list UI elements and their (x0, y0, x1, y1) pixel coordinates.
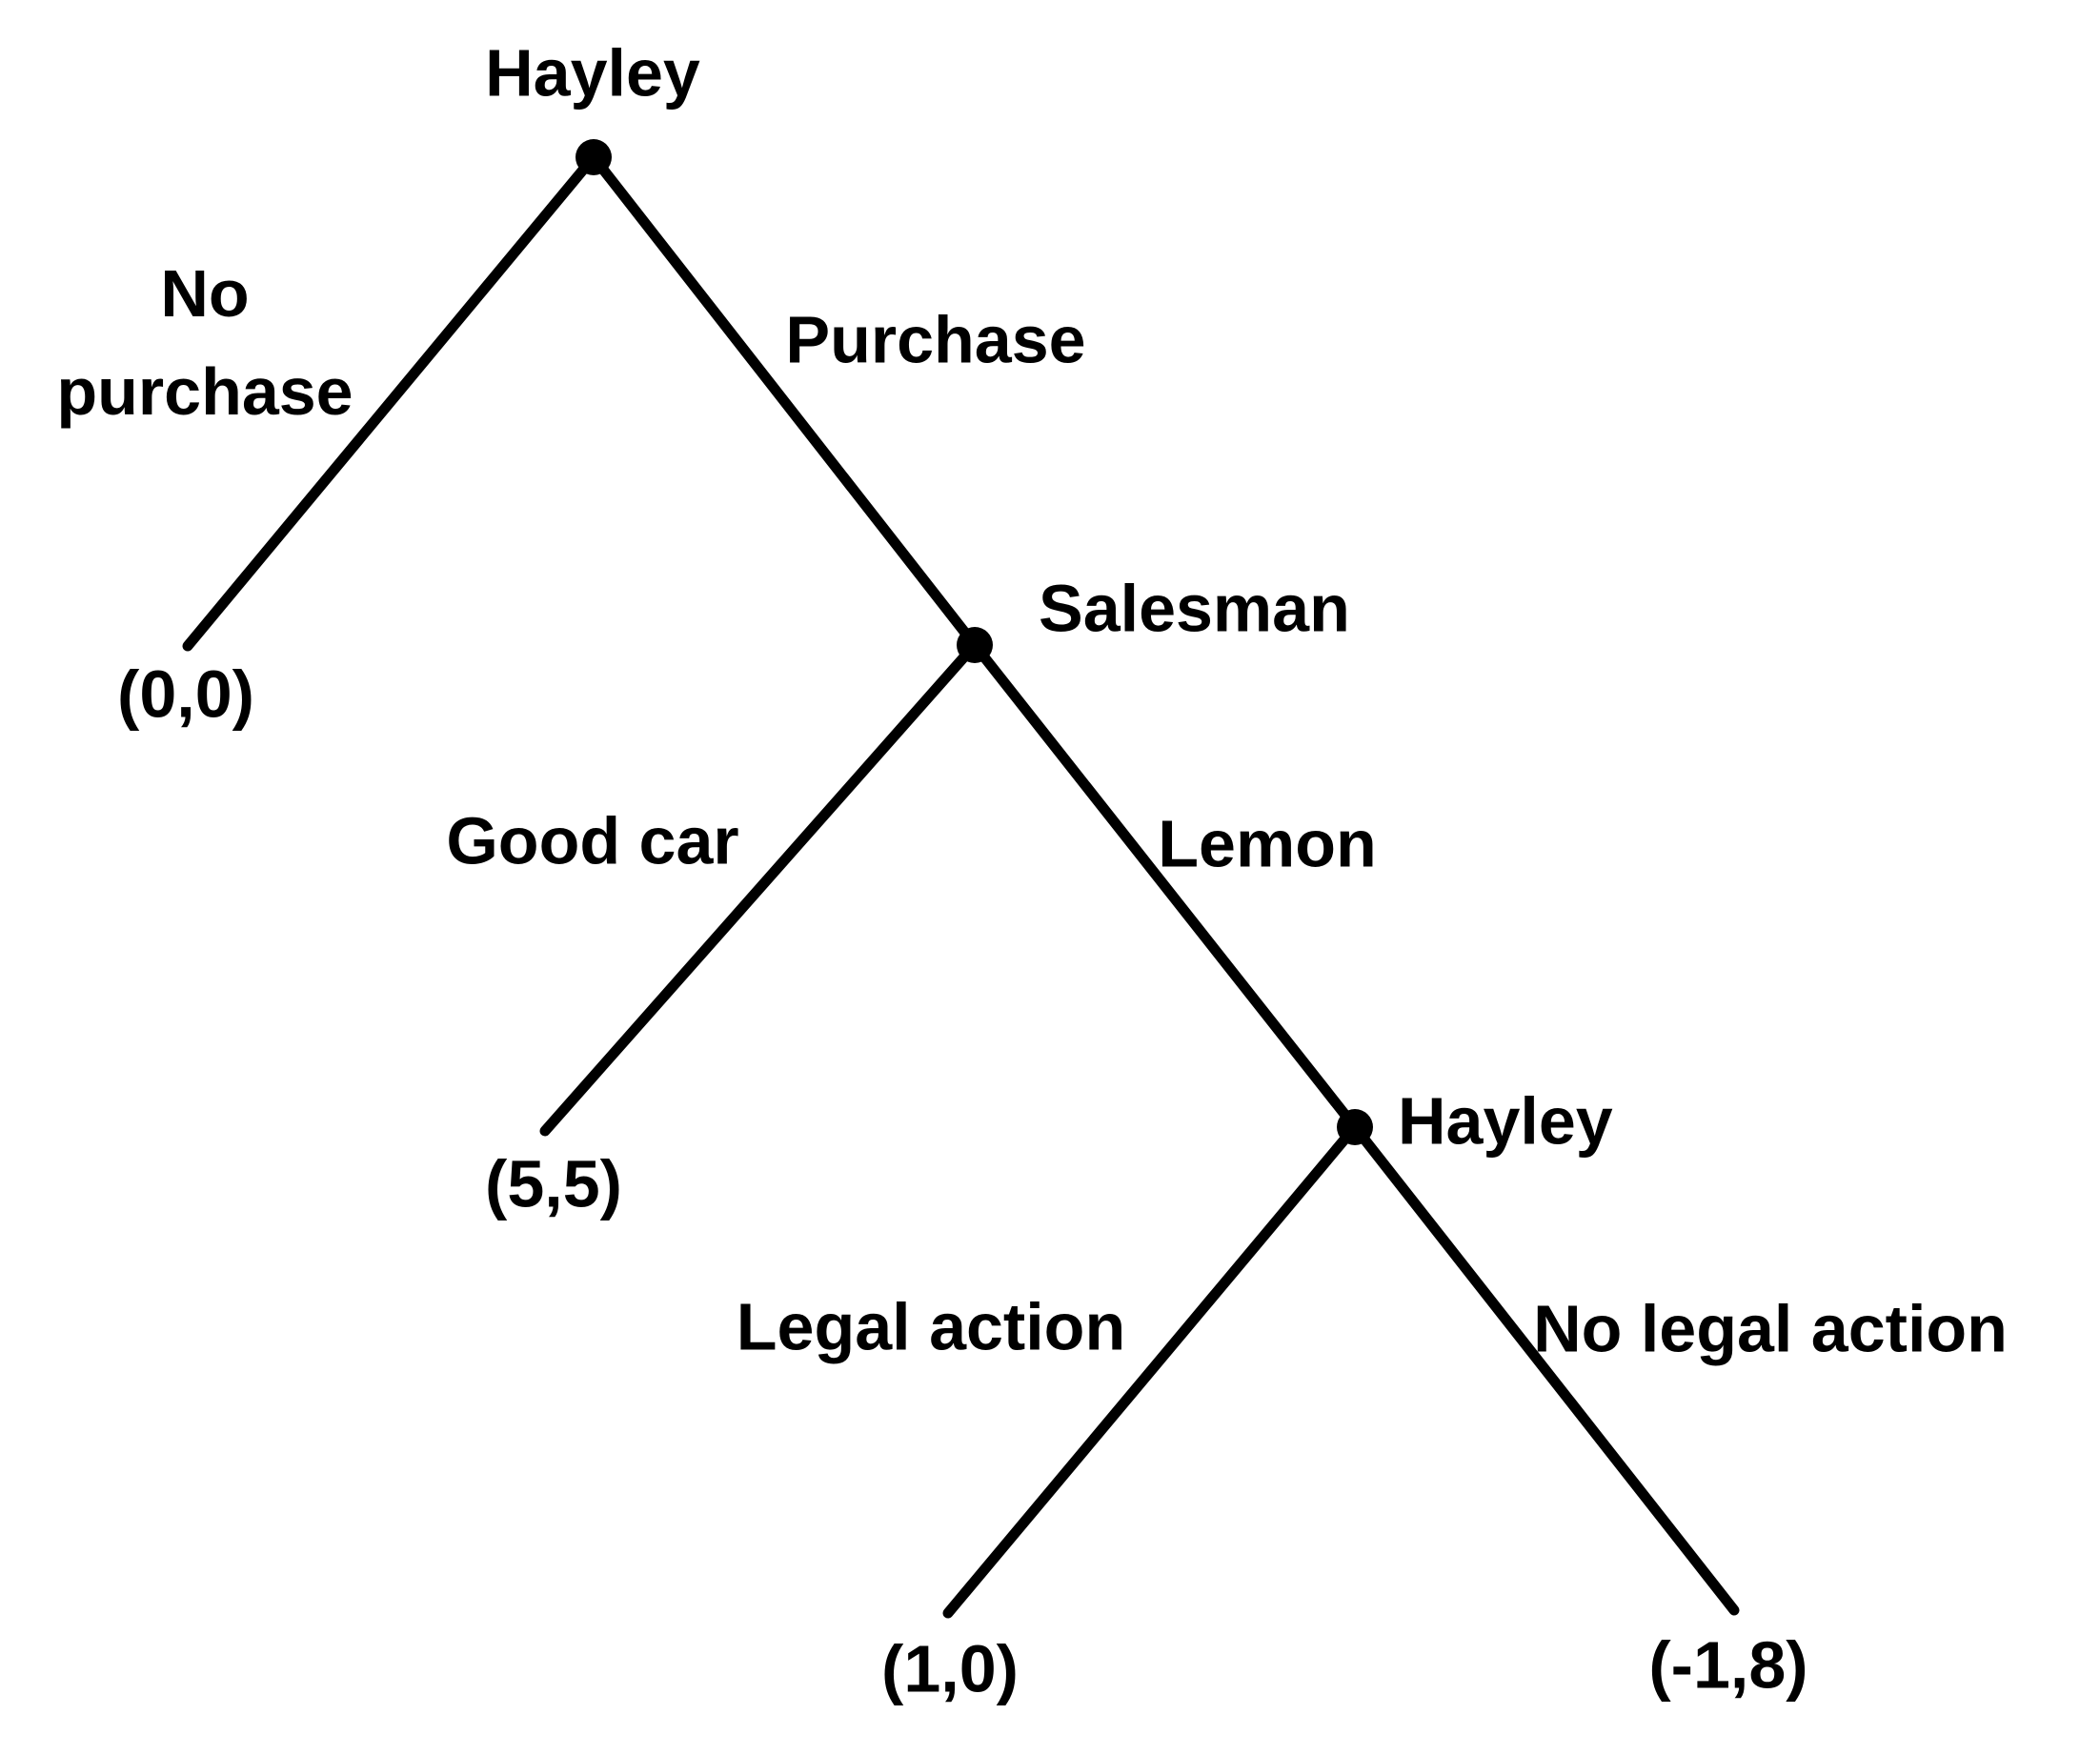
payoff-no-purchase: (0,0) (117, 656, 254, 732)
node-hayley2-dot (1337, 1109, 1373, 1145)
node-label-hayley2: Hayley (1398, 1083, 1613, 1159)
edge-purchase (588, 151, 980, 651)
payoff-legal-action: (1,0) (881, 1631, 1019, 1706)
edge-label-legal-action: Legal action (736, 1289, 1126, 1364)
edge-good-car (539, 639, 980, 1137)
edge-no-legal-action (1349, 1121, 1740, 1616)
edge-label-lemon: Lemon (1158, 806, 1377, 881)
edge-label-no-legal-action: No legal action (1533, 1291, 2008, 1366)
edge-label-good-car: Good car (446, 803, 739, 878)
edge-legal-action (942, 1121, 1361, 1619)
node-salesman-dot (957, 627, 993, 663)
edge-label-purchase: Purchase (785, 302, 1086, 377)
payoff-no-legal-action: (-1,8) (1648, 1627, 1808, 1703)
node-label-salesman: Salesman (1039, 571, 1350, 646)
payoff-good-car: (5,5) (485, 1146, 622, 1221)
edge-label-no-purchase: No purchase (56, 256, 353, 429)
node-root-dot (575, 139, 612, 175)
node-label-root-hayley: Hayley (485, 35, 700, 111)
edge-lemon (969, 639, 1361, 1133)
edge-no-purchase (182, 151, 599, 652)
